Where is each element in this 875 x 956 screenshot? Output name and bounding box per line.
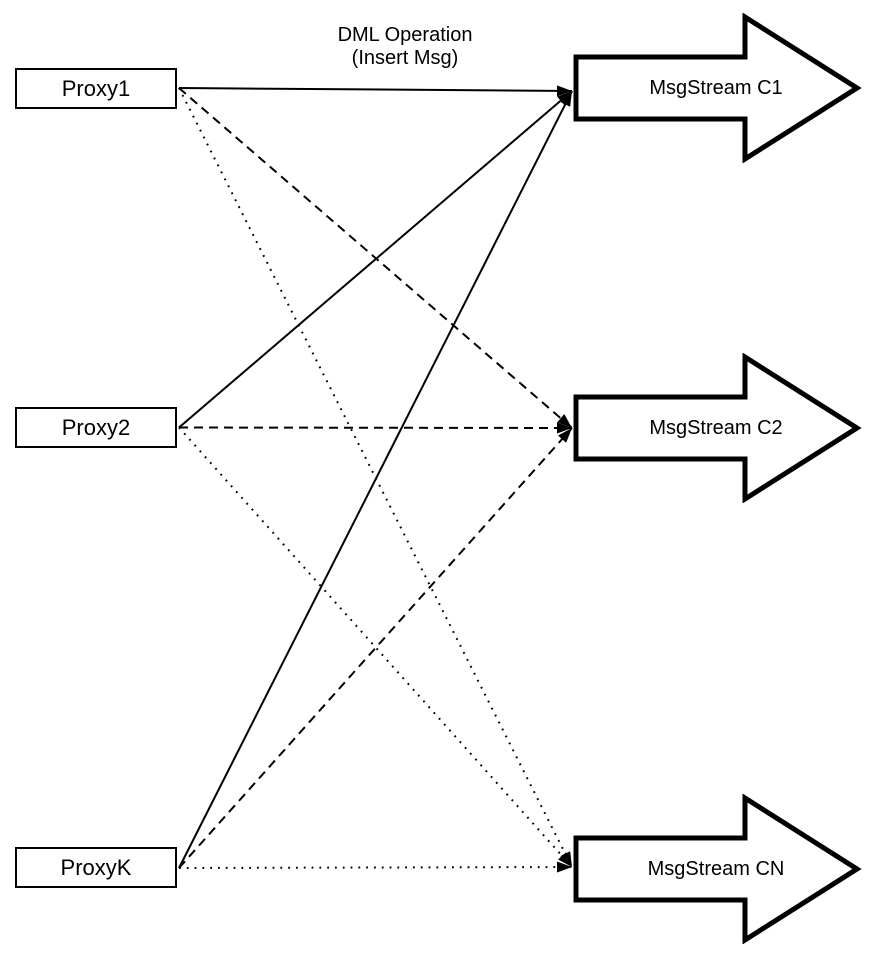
msgstream-arrow-cn: MsgStream CN [573,794,862,944]
proxy1-label: Proxy1 [61,75,131,101]
edge-proxyk-cn-dotted [178,861,573,873]
msgstream-cn-label: MsgStream CN [648,858,785,880]
msgstream-arrow-c1: MsgStream C1 [573,13,862,163]
diagram-title-line1: DML Operation [337,24,473,46]
msgstream-c2-label: MsgStream C2 [649,417,782,439]
msgstream-c1-label: MsgStream C1 [649,77,782,99]
block-arrow-shape-cn [573,794,862,944]
block-arrow-shape-c1 [573,13,862,163]
edge-proxy2-c2-dashed [178,422,573,434]
msgstream-arrow-c2: MsgStream C2 [573,353,862,503]
edge-proxyk-c1-solid [178,90,573,869]
proxyk-label: ProxyK [60,854,132,880]
edge-proxy1-c1-solid [178,85,573,97]
edge-proxy2-c1-solid [178,90,573,429]
proxy-node-proxy2: Proxy2 [15,407,177,448]
edge-proxy1-cn-dotted [178,87,573,868]
diagram-title-line2: (Insert Msg) [351,47,459,70]
proxy-node-proxy1: Proxy1 [15,68,177,109]
edge-proxy1-c2-dashed [178,87,573,429]
proxy2-label: Proxy2 [61,414,131,440]
proxy-node-proxyk: ProxyK [15,847,177,888]
edges-group [178,85,573,873]
edge-proxy2-cn-dotted [178,426,573,868]
diagram-title: DML Operation (Insert Msg) [280,24,530,70]
block-arrow-shape-c2 [573,353,862,503]
edge-proxyk-c2-dashed [178,427,573,869]
